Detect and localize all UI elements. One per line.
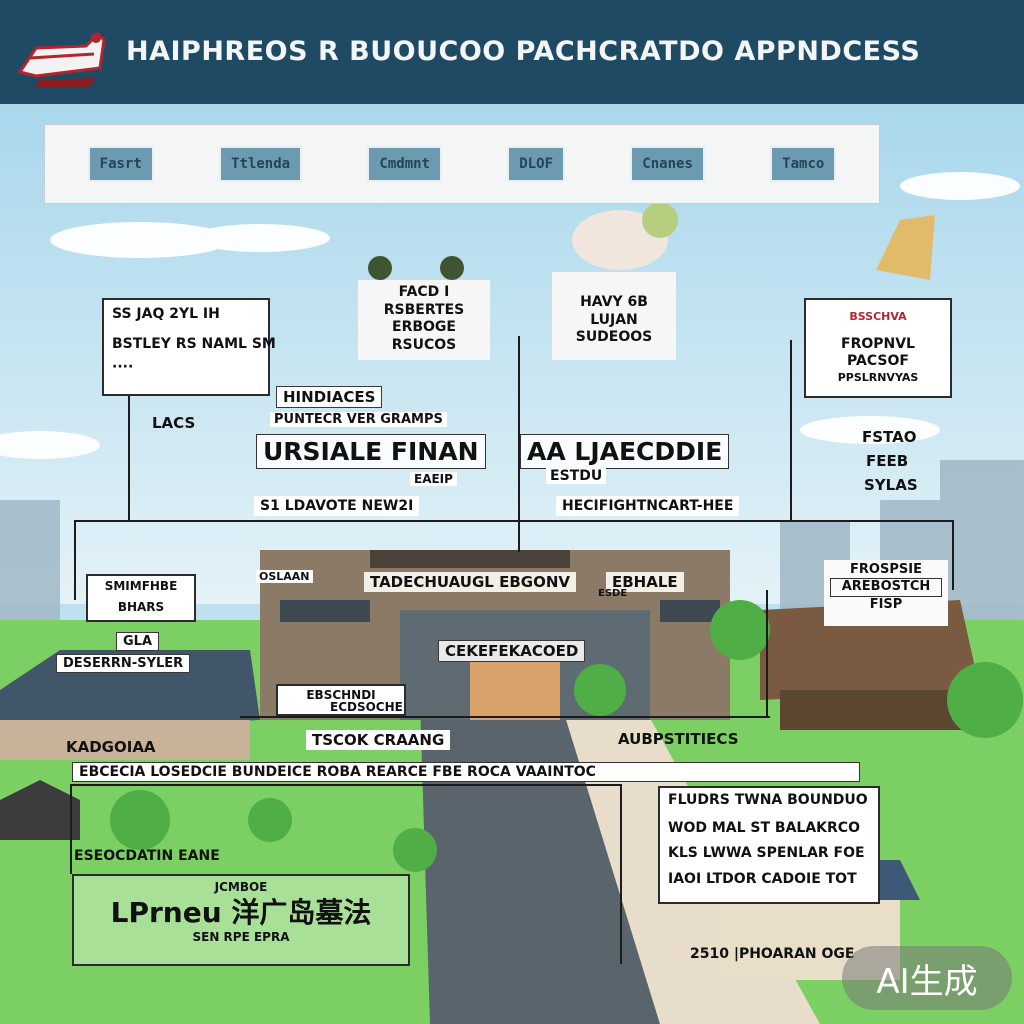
label-text: LUJAN [560,312,668,330]
side-tag: FSTAO [862,428,916,446]
banner-block: Cnanes [630,146,705,182]
label-box-bottom-left: JCMBOE LPrneu 洋广岛墓法 SEN RPE EPRA [72,874,410,966]
connector-line [952,520,954,590]
label-text: WOD MAL ST BALAKRCO [668,820,870,838]
connector-line [790,340,792,520]
label-box-top-right-center: HAVY 6B LUJAN SUDEOOS [552,272,676,360]
label-text: KLS LWWA SPENLAR FOE [668,845,870,863]
label-text: FROPNVL [814,336,942,354]
label-box-top-right: BSSCHVA FROPNVL PACSOF PPSLRNVYAS [804,298,952,398]
label-text: SS JAQ 2YL IH [112,306,260,324]
banner-block: Cmdmnt [367,146,442,182]
building-small-label: ESDE [598,588,627,599]
label-box-top-left: SS JAQ 2YL IH BSTLEY RS NAML SM ···· [102,298,270,396]
connector-line [74,520,76,600]
connector-line [70,784,620,786]
info-strip: EBCECIA LOSEDCIE BUNDEICE ROBA REARCE FB… [72,762,860,782]
connector-line [128,396,130,520]
label-text: FROSPSIE [830,562,942,578]
bottom-right-footer: 2510 |PHOARAN OGE [690,946,854,962]
side-tag: FEEB [866,452,908,470]
label-text: FISP [830,597,942,613]
label-text: JCMBOE [84,880,398,895]
label-text: FACD I [366,284,482,302]
left-small-label: OSLAAN [256,570,313,583]
left-tag-styles: DESERRN-SYLER [56,654,190,673]
info-row-right: HECIFIGHTNCART-HEE [556,496,739,516]
label-text: SEN RPE EPRA [84,930,398,945]
headline-sublabel: EAEIP [410,472,457,486]
label-text: ERBOGE [366,319,482,337]
label-box-top-center: FACD I RSBERTES ERBOGE RSUCOS [358,280,490,360]
connector-line [70,784,72,874]
building-sign: CEKEFEKACOED [438,640,585,662]
connector-line [620,784,622,964]
banner-block: Fasrt [88,146,154,182]
hindiaces-label: HINDIACES [276,386,382,408]
label-text: FLUDRS TWNA BOUNDUO [668,792,870,810]
header-bar: HAIPHREOS R BUOUCOO PACHCRATDO APPNDCESS [0,0,1024,104]
connector-line [766,590,768,716]
page-title: HAIPHREOS R BUOUCOO PACHCRATDO APPNDCESS [126,36,920,67]
banner-block: Tamco [770,146,836,182]
label-box-left-mid: SMIMFHBE BHARS [86,574,196,622]
lacs-label: LACS [152,414,195,432]
connector-line [240,716,770,718]
connector-line [74,520,954,522]
hindiaces-sublabel: PUNTECR VER GRAMPS [270,412,447,427]
info-row-left: S1 LDAVOTE NEW2I [254,496,419,516]
bottom-left-title: ESEOCDATIN EANE [74,848,220,864]
logo-icon [16,28,108,92]
label-text: BSSCHVA [814,310,942,324]
label-box-bottom-right: FLUDRS TWNA BOUNDUO WOD MAL ST BALAKRCO … [658,786,880,904]
label-text: PPSLRNVYAS [814,371,942,385]
ai-generated-badge: AI生成 [842,946,1012,1010]
banner-block: DLOF [507,146,565,182]
label-text: SMIMFHBE [94,579,188,594]
headline-sublabel: ESTDU [546,468,606,484]
right-label: AUBPSTITIECS [618,730,739,748]
label-text: IAOI LTDOR CADOIE TOT [668,871,870,889]
label-box-right-panel: FROSPSIE AREBOSTCH FISP [824,560,948,626]
headline-left: URSIALE FINAN [256,434,486,469]
banner-block: Ttlenda [219,146,302,182]
label-text: BSTLEY RS NAML SM [112,336,260,354]
label-text: ···· [112,359,260,377]
label-text: RSBERTES [366,302,482,320]
label-text: RSUCOS [366,337,482,355]
left-mid-tag: GLA [116,632,159,651]
label-text: PACSOF [814,353,942,371]
center-tag: ECDSOCHE [330,700,403,714]
label-text: BHARS [94,600,188,615]
label-text: HAVY 6B [560,294,668,312]
headline-right: AA LJAECDDIE [520,434,729,469]
side-tag: SYLAS [864,476,918,494]
label-text: AREBOSTCH [830,578,942,596]
label-text: LPrneu 洋广岛墓法 [84,895,398,930]
ticket-label-2: TSCOK CRAANG [306,730,450,750]
left-district-label: KADGOIAA [66,738,156,756]
building-title: TADECHUAUGL EBGONV [364,572,576,592]
label-text: SUDEOOS [560,329,668,347]
banner-panel: Fasrt Ttlenda Cmdmnt DLOF Cnanes Tamco [44,124,880,204]
